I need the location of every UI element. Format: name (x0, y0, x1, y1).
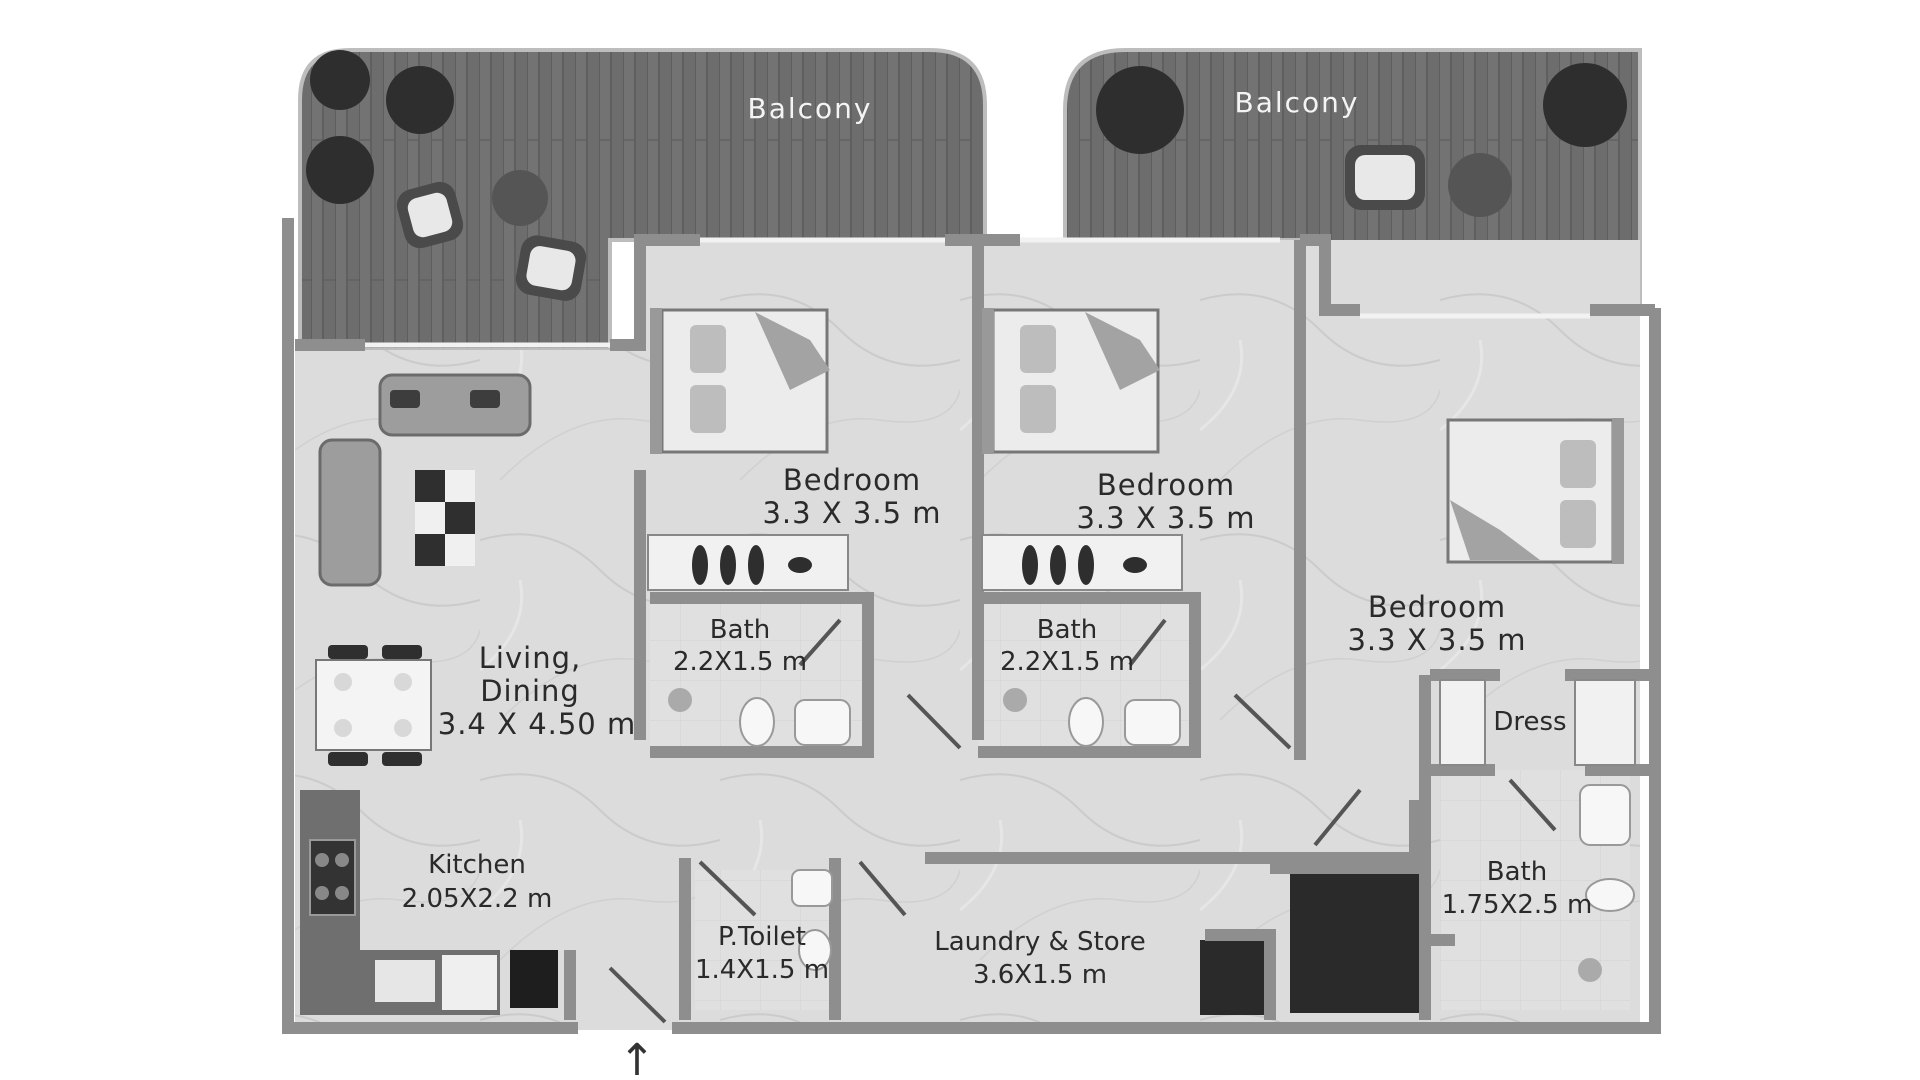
living-size: 3.4 X 4.50 m (438, 707, 636, 741)
dress-name: Dress (1493, 707, 1566, 737)
kitchen-counter-icon (300, 790, 500, 1015)
shower-icon (668, 688, 1602, 982)
laundry-size: 3.6X1.5 m (973, 960, 1107, 990)
sink-icon (791, 699, 1631, 907)
lounge-chair-icon (396, 145, 1425, 301)
kitchen-size: 2.05X2.2 m (402, 884, 553, 914)
bedroom-1-name: Bedroom (783, 463, 921, 497)
entrance-arrow-icon: ↑ (619, 1035, 656, 1080)
doors (608, 618, 1557, 1024)
bath-3-name: Bath (1487, 857, 1547, 887)
bed-icon (650, 308, 830, 454)
dress-shelves-icon (1439, 679, 1636, 766)
balcony-left (298, 48, 987, 352)
wardrobe-icon (981, 534, 1183, 591)
bath-1-size: 2.2X1.5 m (673, 647, 807, 677)
bath-1-name: Bath (710, 615, 770, 645)
bath-2-name: Bath (1037, 615, 1097, 645)
sofa-icon (318, 373, 532, 587)
shaft-2 (1200, 940, 1270, 1015)
bedroom-3-size: 3.3 X 3.5 m (1347, 623, 1526, 657)
bedroom-3-name: Bedroom (1368, 590, 1506, 624)
wardrobe-icon (647, 534, 849, 591)
bedroom-2-size: 3.3 X 3.5 m (1076, 501, 1255, 535)
laundry-name: Laundry & Store (934, 927, 1145, 957)
living-name-line1: Living, (479, 641, 581, 675)
toilet-icon (739, 697, 1635, 971)
ptoilet-name: P.Toilet (718, 922, 806, 952)
fridge-slot (510, 950, 558, 1008)
bedroom-1-size: 3.3 X 3.5 m (762, 496, 941, 530)
balcony-label: Balcony (1235, 86, 1360, 119)
bed-icon (1446, 418, 1624, 564)
living-name-line2: Dining (480, 674, 580, 708)
bedroom-2-name: Bedroom (1097, 468, 1235, 502)
plant-icon (306, 50, 1627, 204)
coffee-table-icon (415, 470, 475, 566)
shaft-1 (1290, 868, 1425, 1013)
walls (282, 218, 1661, 1034)
dining-table-icon (315, 645, 432, 766)
bath-2-size: 2.2X1.5 m (1000, 647, 1134, 677)
bed-icon (982, 308, 1160, 454)
bath-3-size: 1.75X2.5 m (1442, 890, 1593, 920)
balcony-label: Balcony (748, 92, 873, 125)
ptoilet-size: 1.4X1.5 m (695, 955, 829, 985)
kitchen-name: Kitchen (428, 850, 526, 880)
windows (365, 237, 1590, 348)
side-table-icon (492, 153, 1512, 226)
